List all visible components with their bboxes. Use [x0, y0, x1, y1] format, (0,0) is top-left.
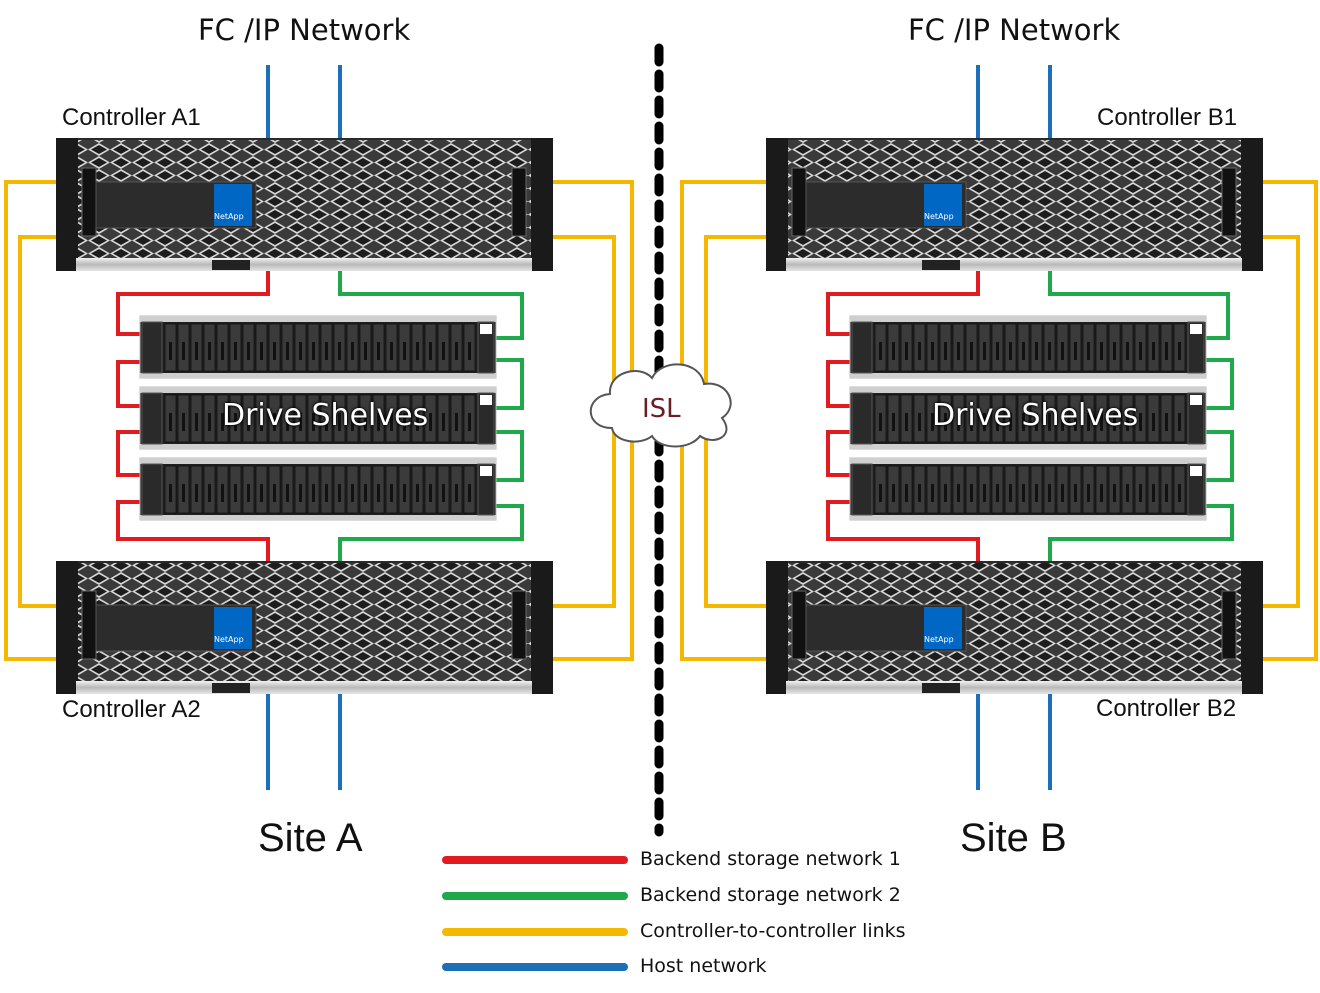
- netapp-badge-a1: NetApp: [214, 212, 244, 221]
- drive-shelf: [139, 386, 497, 450]
- controller-a2-label: Controller A2: [62, 696, 201, 723]
- backend2-link: [338, 504, 524, 562]
- backend1-link: [826, 360, 852, 408]
- site-a-links: [4, 65, 634, 790]
- controller-a1: [56, 138, 553, 271]
- netapp-badge-b1: NetApp: [924, 212, 954, 221]
- backend2-link: [496, 430, 524, 482]
- legend-swatches: [442, 856, 628, 971]
- legend-host-label: Host network: [640, 955, 767, 977]
- backend1-link: [116, 360, 142, 408]
- controller-b2-label: Controller B2: [1096, 695, 1237, 722]
- backend2-link: [1206, 358, 1234, 410]
- drive-shelf: [849, 457, 1207, 521]
- backend2-link: [338, 270, 524, 340]
- legend-backend2-label: Backend storage network 2: [640, 884, 901, 906]
- drive-shelf: [139, 315, 497, 379]
- site-a-network-title: FC /IP Network: [198, 13, 411, 47]
- isl-label: ISL: [642, 394, 681, 424]
- backend1-link: [116, 270, 270, 336]
- isl-cloud: [589, 363, 732, 448]
- controller-link: [1263, 180, 1318, 661]
- drive-shelf: [139, 457, 497, 521]
- controller-link: [1263, 235, 1300, 608]
- netapp-badge-a2: NetApp: [214, 635, 244, 644]
- drive-shelves: [139, 315, 1207, 521]
- backend1-link: [116, 430, 142, 477]
- controller-b1-label: Controller B1: [1097, 104, 1238, 131]
- controller-link: [4, 180, 58, 661]
- site-b-network-title: FC /IP Network: [908, 13, 1121, 47]
- site-a-shelves-label: Drive Shelves: [222, 398, 429, 433]
- controller-link: [18, 235, 58, 608]
- site-b-label: Site B: [960, 816, 1067, 860]
- controller-b1: [766, 138, 1263, 271]
- backend2-link: [1048, 504, 1234, 562]
- backend2-link: [496, 358, 524, 410]
- backend1-link: [826, 500, 980, 562]
- controller-b2: [766, 561, 1263, 694]
- backend2-link: [1048, 270, 1230, 340]
- netapp-badge-b2: NetApp: [924, 635, 954, 644]
- legend-backend1-label: Backend storage network 1: [640, 848, 901, 870]
- drive-shelf: [849, 386, 1207, 450]
- backend1-link: [826, 270, 980, 336]
- controller-a1-label: Controller A1: [62, 104, 201, 131]
- site-b-shelves-label: Drive Shelves: [932, 398, 1139, 433]
- backend1-link: [116, 500, 270, 562]
- drive-shelf: [849, 315, 1207, 379]
- legend-controller-label: Controller-to-controller links: [640, 920, 906, 942]
- backend2-link: [1206, 430, 1234, 482]
- site-a-label: Site A: [258, 816, 363, 860]
- controller-a2: [56, 561, 553, 694]
- backend1-link: [826, 430, 852, 477]
